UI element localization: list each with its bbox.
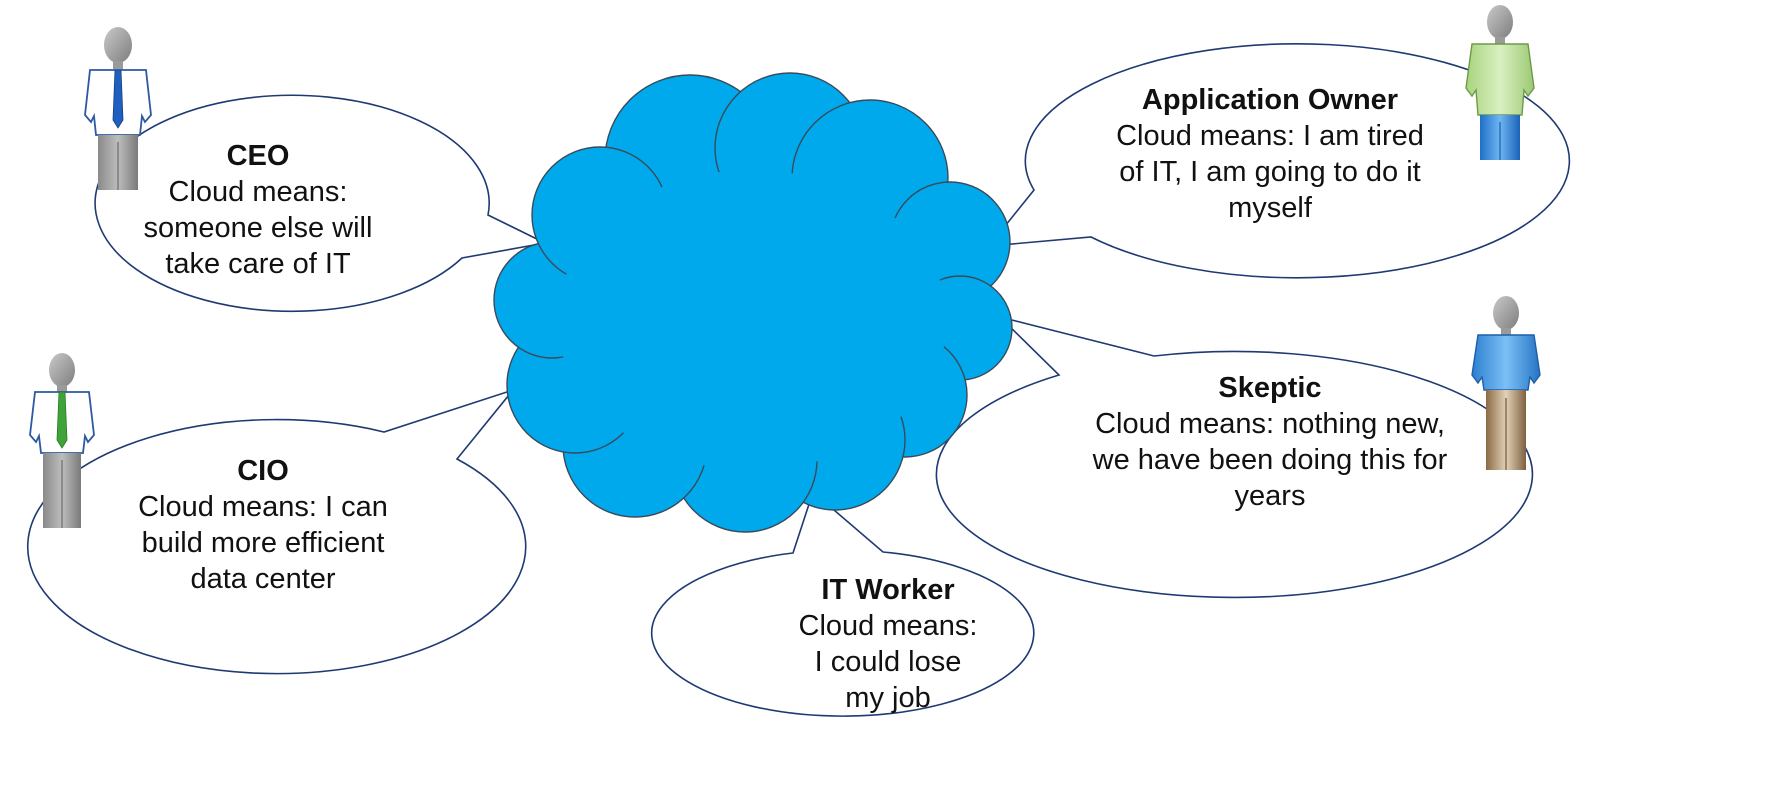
skeptic-callout-text: Skeptic Cloud means: nothing new, we hav…	[1080, 370, 1460, 514]
cloud-icon	[493, 72, 1013, 533]
ceo-role-label: CEO	[226, 140, 290, 172]
it-worker-role-label: IT Worker	[821, 574, 955, 606]
cio-quote: Cloud means: I can build more efficient …	[138, 491, 388, 595]
cio-speech-bubble	[27, 388, 527, 675]
skeptic-quote: Cloud means: nothing new, we have been d…	[1092, 408, 1448, 512]
skeptic-speech-bubble	[935, 315, 1534, 599]
person-blue-polo-icon	[1471, 296, 1541, 470]
app-owner-role-label: Application Owner	[1141, 84, 1399, 116]
app-owner-callout-text: Application Owner Cloud means: I am tire…	[1090, 82, 1450, 226]
ceo-quote: Cloud means: someone else will take care…	[143, 176, 373, 280]
it-worker-speech-bubble	[650, 490, 1035, 717]
person-green-polo-icon	[1465, 5, 1535, 160]
businessman-blue-tie-icon	[84, 27, 152, 190]
it-worker-callout-text: IT Worker Cloud means: I could lose my j…	[738, 572, 1038, 716]
ceo-callout-text: CEO Cloud means: someone else will take …	[120, 138, 396, 282]
app-owner-quote: Cloud means: I am tired of IT, I am goin…	[1116, 120, 1424, 224]
it-worker-quote: Cloud means: I could lose my job	[798, 610, 978, 714]
skeptic-role-label: Skeptic	[1218, 372, 1322, 404]
cio-callout-text: CIO Cloud means: I can build more effici…	[118, 453, 408, 597]
cio-role-label: CIO	[237, 455, 289, 487]
businessman-green-tie-icon	[29, 353, 95, 528]
app-owner-speech-bubble	[987, 43, 1571, 279]
